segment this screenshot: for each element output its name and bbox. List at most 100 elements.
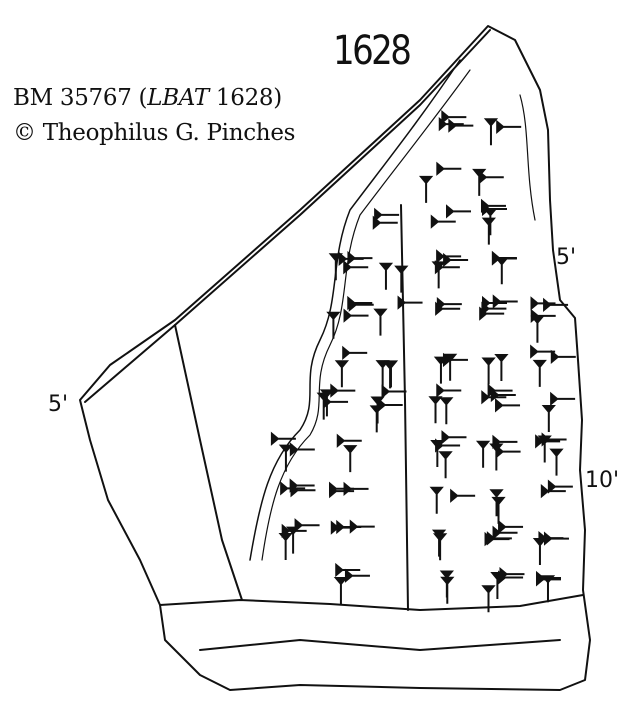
cuneiform-wedge — [450, 488, 476, 503]
cuneiform-wedge — [489, 489, 504, 517]
series-number: 1628) — [208, 85, 282, 111]
cuneiform-wedge — [491, 251, 517, 266]
cuneiform-wedge — [490, 387, 516, 403]
cuneiform-wedge — [375, 360, 390, 388]
cuneiform-wedge — [342, 345, 368, 361]
tablet-edge-line — [84, 29, 491, 403]
cuneiform-wedge — [270, 431, 296, 446]
cuneiform-wedge — [492, 294, 518, 309]
cuneiform-wedge — [478, 170, 504, 185]
cuneiform-wedge — [543, 297, 569, 312]
cuneiform-wedge — [289, 442, 315, 457]
cuneiform-wedge — [481, 585, 496, 613]
cuneiform-wedge — [550, 349, 576, 364]
cuneiform-wedge — [441, 430, 467, 445]
cuneiform-wedge — [333, 576, 349, 604]
cuneiform-wedge — [377, 397, 403, 413]
cuneiform-wedge — [432, 533, 448, 561]
cuneiform-wedge — [334, 360, 350, 388]
cuneiform-wedge — [397, 295, 423, 310]
cuneiform-wedge — [479, 306, 505, 321]
cuneiform-wedge — [481, 357, 496, 385]
cuneiform-wedge — [446, 204, 472, 219]
cuneiform-wedge — [535, 434, 561, 449]
cuneiform-wedge — [438, 451, 453, 479]
cuneiform-wedge — [378, 262, 394, 290]
cuneiform-wedge — [443, 252, 469, 268]
cuneiform-wedge — [441, 109, 467, 125]
cuneiform-wedge — [439, 570, 454, 598]
cuneiform-wedge — [439, 397, 454, 425]
cuneiform-wedge — [278, 532, 293, 560]
line-label: 5' — [556, 245, 577, 270]
cuneiform-wedge — [330, 383, 356, 398]
museum-number: BM 35767 ( — [13, 85, 148, 111]
cuneiform-wedge — [472, 168, 487, 196]
cuneiform-wedge — [436, 249, 462, 264]
cuneiform-wedge — [382, 361, 398, 389]
break-line — [249, 59, 461, 561]
cuneiform-wedge — [481, 301, 507, 316]
cuneiform-wedge — [429, 486, 444, 514]
inner-edge-line — [174, 324, 243, 601]
line-label: 10' — [585, 468, 620, 493]
cuneiform-wedge — [343, 260, 369, 275]
cuneiform-wedge — [442, 352, 468, 368]
cuneiform-wedge — [430, 214, 456, 229]
cuneiform-wedge — [373, 308, 388, 336]
series-name: LBAT — [147, 85, 209, 111]
cuneiform-wedge — [481, 217, 496, 245]
cuneiform-wedge — [549, 448, 564, 476]
cuneiform-wedge — [436, 161, 462, 176]
cuneiform-wedge — [541, 404, 556, 432]
cuneiform-wedge — [344, 568, 370, 583]
cuneiform-wedge — [381, 384, 407, 399]
cuneiform-wedge — [290, 483, 316, 498]
line-label: 5' — [48, 392, 69, 417]
cuneiform-wedge — [436, 383, 462, 398]
cuneiform-wedge — [428, 396, 443, 424]
cuneiform-wedge — [336, 433, 362, 448]
cuneiform-wedge — [347, 295, 373, 311]
cuneiform-wedge — [448, 118, 474, 133]
cuneiform-wedge — [543, 531, 569, 546]
cuneiform-wedge — [329, 484, 355, 499]
cuneiform-wedge — [370, 396, 385, 424]
cuneiform-wedge — [498, 519, 524, 535]
museum-number-caption: BM 35767 (LBAT 1628) — [13, 85, 282, 111]
tablet-number: 1628 — [333, 28, 412, 74]
cuneiform-wedge — [494, 353, 509, 381]
cuneiform-wedge — [475, 440, 491, 468]
cuneiform-wedge — [550, 391, 576, 406]
cuneiform-wedge — [343, 445, 358, 473]
cuneiform-wedge — [492, 434, 518, 450]
cuneiform-wedge — [494, 257, 509, 285]
cuneiform-wedge — [490, 572, 505, 600]
break-line — [261, 69, 471, 561]
cuneiform-wedge — [336, 519, 362, 535]
copyright-credit: © Theophilus G. Pinches — [13, 120, 296, 146]
cuneiform-wedge — [418, 175, 434, 203]
cuneiform-wedge — [480, 198, 506, 213]
tablet-outline — [79, 25, 591, 691]
cuneiform-wedge — [436, 297, 462, 312]
cuneiform-wedge — [430, 440, 445, 468]
cuneiform-wedge — [495, 398, 521, 413]
cuneiform-wedge — [484, 531, 510, 547]
cuneiform-wedge — [491, 496, 506, 524]
cuneiform-wedge — [535, 572, 561, 587]
cuneiform-wedge — [394, 265, 409, 293]
cuneiform-wedge — [326, 311, 341, 339]
cuneiform-wedge — [347, 250, 373, 266]
break-line — [519, 94, 536, 221]
cuneiform-wedge — [532, 359, 547, 387]
cuneiform-wedge — [530, 308, 556, 323]
cuneiform-wedge — [323, 394, 349, 409]
cuneiform-wedge — [530, 315, 545, 343]
cuneiform-wedge — [294, 518, 320, 533]
base-line — [159, 594, 584, 611]
base-lower-line — [199, 639, 561, 651]
cuneiform-wedge — [278, 444, 294, 472]
cuneiform-wedge — [492, 525, 518, 540]
